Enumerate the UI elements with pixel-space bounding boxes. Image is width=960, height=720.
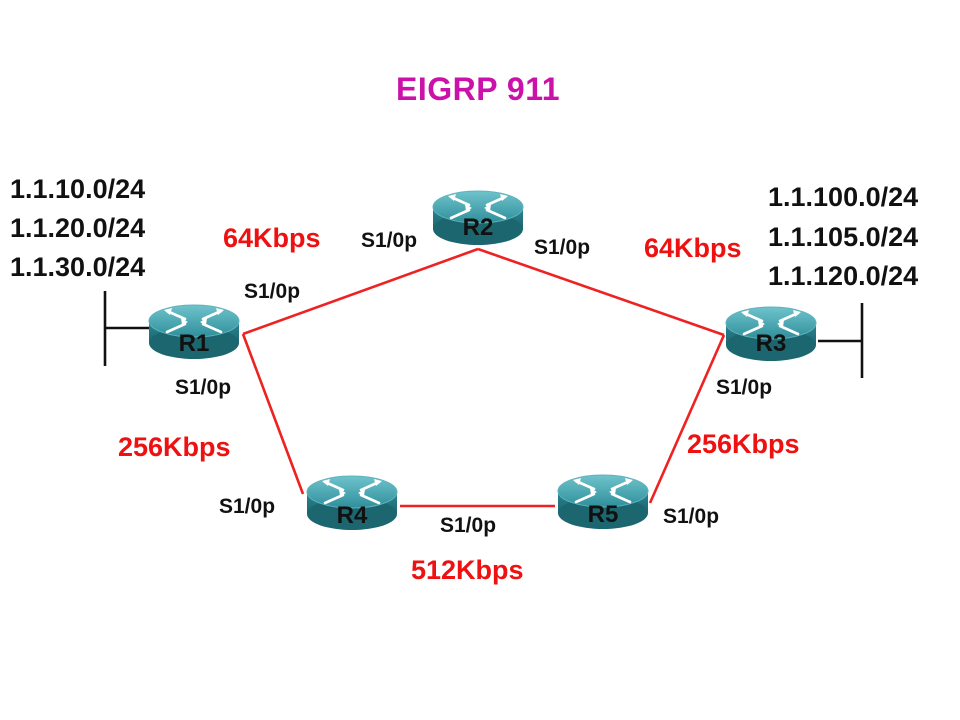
network-r1-1: 1.1.10.0/24 [10,174,146,204]
link-r3-r5 [648,334,726,504]
bandwidth-r3-r5: 256Kbps [687,429,800,459]
iface-r4-to-r5: S1/0p [440,514,497,537]
router-label: R2 [463,214,494,241]
iface-r2-to-r1: S1/0p [361,229,418,252]
link-r2-r3 [477,247,725,337]
iface-r1-to-r4: S1/0p [175,376,232,399]
link-r1-r4 [241,333,305,495]
router-r4[interactable]: R4 [305,474,399,532]
bandwidth-r1-r4: 256Kbps [118,432,231,462]
iface-r4-to-r1: S1/0p [219,495,276,518]
router-r5[interactable]: R5 [556,473,650,531]
iface-r1-to-r2: S1/0p [244,280,301,303]
iface-r5-to-r3: S1/0p [663,505,720,528]
router-label: R1 [179,330,210,357]
network-r1-2: 1.1.20.0/24 [10,213,146,243]
network-r3-2: 1.1.105.0/24 [768,222,919,252]
router-label: R3 [756,330,787,357]
network-r3-3: 1.1.120.0/24 [768,261,919,291]
bandwidth-r4-r5: 512Kbps [411,555,524,585]
bandwidth-r2-r3: 64Kbps [644,233,742,263]
router-label: R4 [337,502,368,529]
router-r1[interactable]: R1 [147,303,241,361]
iface-r3-to-r2: S1/0p [716,376,773,399]
router-r3[interactable]: R3 [724,305,818,363]
iface-r2-to-r3: S1/0p [534,236,591,259]
bandwidth-r1-r2: 64Kbps [223,223,321,253]
network-r1-3: 1.1.30.0/24 [10,252,146,282]
diagram-title: EIGRP 911 [396,71,561,107]
router-r2[interactable]: R2 [431,189,525,247]
network-r3-1: 1.1.100.0/24 [768,182,919,212]
link-r1-r2 [242,247,479,336]
router-label: R5 [588,501,619,528]
